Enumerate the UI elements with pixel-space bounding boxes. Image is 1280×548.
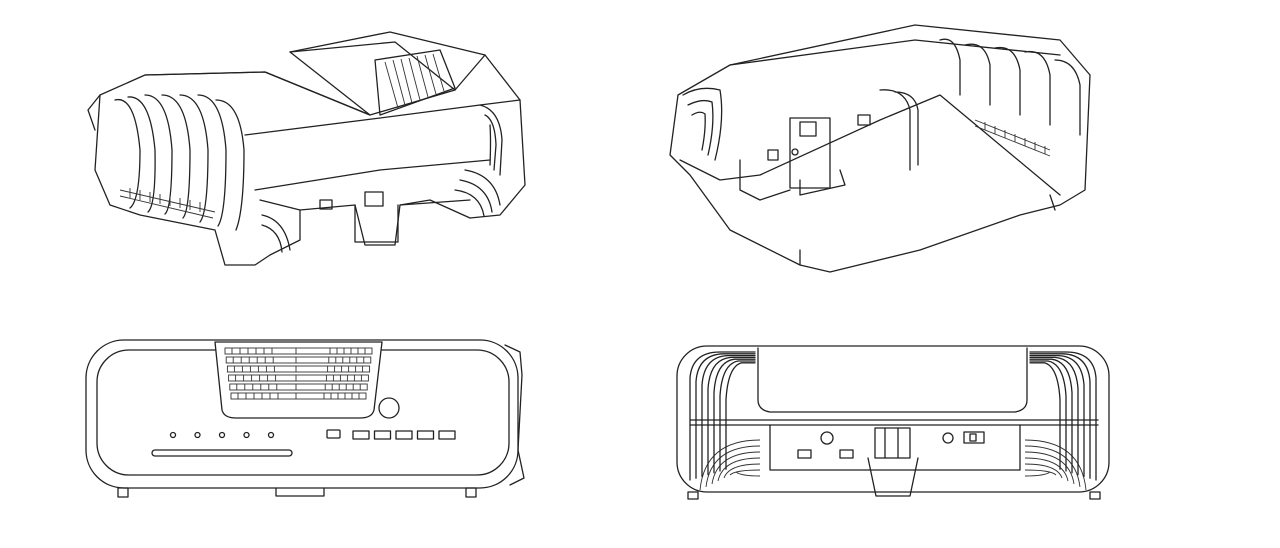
grille-row	[224, 347, 373, 355]
front-ports	[352, 430, 456, 440]
fin	[1029, 360, 1067, 472]
indicator-light	[169, 431, 177, 439]
lower-fin	[717, 457, 761, 482]
power-button[interactable]	[378, 397, 400, 419]
bottom-vent	[119, 188, 216, 219]
fin	[725, 362, 756, 470]
right-fins	[1024, 351, 1097, 491]
fin	[1029, 353, 1091, 479]
usb-port	[326, 429, 341, 439]
fin	[689, 351, 756, 481]
grille-row	[230, 392, 367, 400]
fin	[719, 360, 756, 472]
front-port	[352, 430, 370, 440]
lower-fin	[735, 471, 761, 477]
fin	[1029, 362, 1061, 470]
lower-fin	[1024, 469, 1057, 476]
fin	[713, 358, 756, 474]
lower-fin	[1024, 451, 1075, 485]
fin	[701, 354, 756, 478]
indicator-lights	[169, 431, 275, 439]
fin	[1029, 354, 1085, 478]
indicator-light	[243, 431, 250, 439]
perspective-view-top	[87, 31, 526, 266]
grille-slots	[224, 347, 373, 400]
front-port	[395, 430, 413, 440]
left-fins	[682, 87, 919, 171]
fin	[1029, 358, 1073, 474]
body-outline	[676, 345, 1110, 493]
rear-ports	[739, 114, 871, 201]
right-fins	[939, 38, 1081, 136]
back-view	[676, 345, 1110, 500]
lower-fin	[729, 469, 761, 476]
lower-fin	[705, 445, 761, 488]
grille-row	[228, 374, 369, 382]
fin	[695, 353, 756, 479]
side-vent	[974, 119, 1051, 157]
feet	[117, 487, 477, 498]
grille-row	[226, 365, 371, 373]
lower-fin	[1024, 457, 1069, 482]
front-port	[416, 430, 435, 440]
grille-row	[225, 356, 372, 364]
indicator-light	[218, 431, 226, 439]
disc-slot[interactable]	[151, 449, 293, 457]
perspective-view-bottom	[669, 24, 1091, 273]
lower-fin	[1024, 439, 1087, 491]
left-fins	[689, 351, 761, 491]
lower-fin	[1024, 471, 1051, 477]
indicator-light	[194, 431, 201, 439]
feet	[687, 491, 1101, 500]
lower-fin	[723, 463, 761, 479]
body-outline	[94, 31, 526, 266]
front-view	[85, 339, 525, 498]
rear-ports	[261, 191, 399, 253]
lower-fin	[1024, 445, 1081, 488]
fin	[1029, 356, 1079, 476]
lower-fin	[1024, 463, 1063, 479]
fin	[707, 356, 756, 476]
lower-fin	[699, 439, 761, 491]
top-vent	[374, 49, 456, 116]
fin	[1029, 351, 1097, 481]
front-port	[373, 430, 392, 440]
top-vent-slots	[384, 53, 445, 109]
grille-row	[229, 383, 368, 391]
rear-port-plate	[769, 424, 1021, 471]
body-outline	[669, 24, 1091, 273]
front-port	[438, 430, 456, 440]
indicator-light	[267, 431, 275, 439]
side-fins-right	[454, 104, 503, 217]
rear-ports	[797, 427, 985, 497]
